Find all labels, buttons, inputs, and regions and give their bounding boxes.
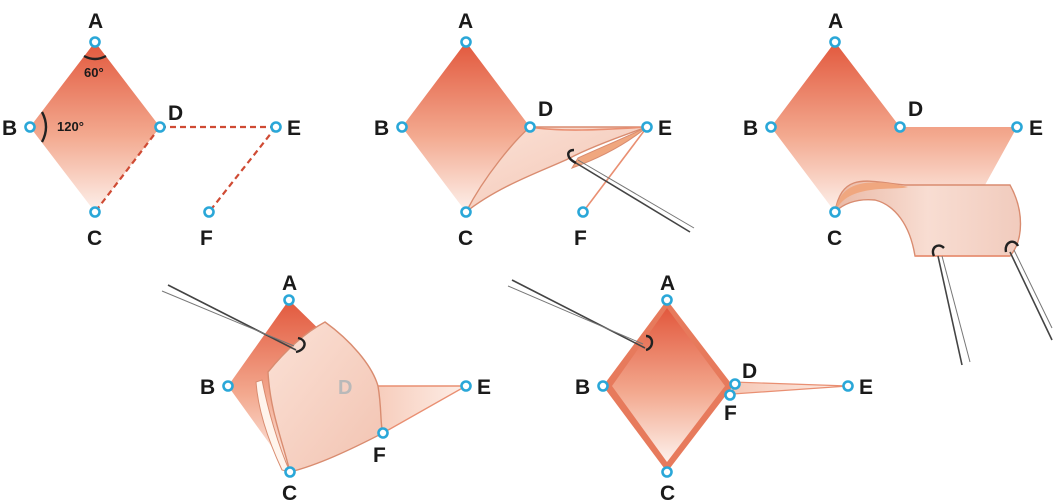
pin-f	[377, 427, 389, 439]
panel-4: A B C D E F	[161, 272, 491, 500]
pin-f	[724, 389, 736, 401]
flap-tube	[833, 180, 1022, 257]
pin-c	[829, 206, 841, 218]
flap-inner-curve	[529, 126, 648, 131]
pin-d	[524, 121, 536, 133]
angle-arc-120	[40, 111, 48, 143]
panel-2: A B C D E F	[374, 10, 695, 250]
label-d: D	[168, 102, 183, 125]
label-d: D	[908, 98, 923, 121]
label-f: F	[200, 227, 213, 250]
flap-edge-ef	[582, 126, 648, 213]
needle-holder-2	[161, 290, 295, 347]
label-b: B	[200, 376, 215, 399]
incision-line-cd	[94, 126, 161, 213]
pin-e	[270, 121, 282, 133]
donor-closed-triangle	[732, 381, 849, 395]
pin-e	[641, 121, 653, 133]
label-b: B	[575, 376, 590, 399]
flap-fold-edge	[255, 379, 291, 473]
needle-holder-1	[575, 162, 691, 233]
pin-c	[89, 206, 101, 218]
forceps-right-2	[1013, 249, 1053, 329]
forceps-left-2	[941, 255, 971, 363]
label-e: E	[859, 376, 873, 399]
pin-b	[24, 121, 36, 133]
rhombus-closed-flap	[612, 308, 725, 462]
angle-arc-60	[83, 54, 107, 61]
rhombus-and-donor	[771, 42, 1017, 212]
panel-1: A B C D E F 60° 120°	[2, 10, 301, 250]
label-c: C	[458, 227, 473, 250]
pin-e	[842, 380, 854, 392]
pin-b	[222, 380, 234, 392]
pin-b	[765, 121, 777, 133]
label-e: E	[287, 117, 301, 140]
label-a: A	[828, 10, 843, 33]
label-b: B	[743, 117, 758, 140]
pin-f	[203, 206, 215, 218]
incision-line-ef	[208, 126, 277, 213]
panel-5: A B C D E F	[507, 272, 873, 500]
label-e: E	[477, 376, 491, 399]
label-f: F	[724, 402, 737, 425]
hook-instrument	[295, 336, 306, 354]
forceps-right-1	[1009, 251, 1053, 341]
transposed-flap	[267, 321, 384, 473]
needle-holder-1	[167, 284, 297, 351]
label-e: E	[1029, 117, 1043, 140]
label-d-ghost: D	[338, 377, 352, 399]
label-d: D	[742, 360, 757, 383]
label-f: F	[574, 227, 587, 250]
pin-e	[1011, 121, 1023, 133]
pin-d	[729, 378, 741, 390]
label-a: A	[458, 10, 473, 33]
label-a: A	[660, 272, 675, 295]
rhombus-defect	[402, 42, 530, 212]
pin-a	[89, 36, 101, 48]
needle-holder-2	[507, 285, 644, 345]
label-b: B	[2, 117, 17, 140]
pin-a	[283, 294, 295, 306]
hook-right	[1004, 240, 1020, 253]
pin-c	[284, 466, 296, 478]
pin-f	[577, 206, 589, 218]
needle-holder-1	[511, 279, 646, 349]
forceps-left-1	[937, 255, 963, 366]
label-c: C	[827, 227, 842, 250]
angle-label-60: 60°	[84, 65, 104, 80]
panel-3: A B C D E	[743, 10, 1053, 366]
needle-holder-2	[577, 159, 695, 229]
pin-d	[154, 121, 166, 133]
pin-b	[396, 121, 408, 133]
hook-instrument	[645, 334, 654, 352]
pin-d	[894, 121, 906, 133]
label-f: F	[373, 444, 386, 467]
flap-tube-rim	[835, 182, 908, 212]
hook-left	[931, 244, 945, 257]
flap-tissue	[465, 126, 648, 213]
flap-edge-fold	[570, 126, 648, 169]
pin-a	[460, 36, 472, 48]
label-a: A	[88, 10, 103, 33]
label-c: C	[282, 482, 297, 500]
pin-a	[829, 36, 841, 48]
label-d: D	[538, 98, 553, 121]
label-a: A	[282, 272, 297, 295]
pin-e	[460, 380, 472, 392]
label-c: C	[660, 482, 675, 500]
hook-instrument	[567, 148, 577, 165]
pin-b	[597, 380, 609, 392]
label-c: C	[87, 227, 102, 250]
label-e: E	[658, 117, 672, 140]
pin-c	[460, 206, 472, 218]
pin-a	[661, 294, 673, 306]
pin-c	[661, 466, 673, 478]
label-b: B	[374, 117, 389, 140]
angle-label-120: 120°	[57, 119, 84, 134]
